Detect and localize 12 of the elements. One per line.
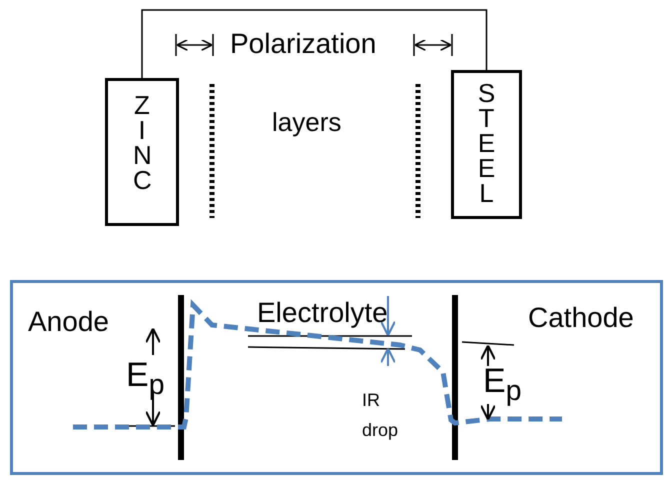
layer-label: Polarization — [230, 28, 376, 60]
annotation-label: IR drop — [362, 389, 400, 442]
electrode-label: Anode — [28, 306, 109, 338]
electrode-label: STEEL — [478, 81, 496, 206]
electrode-box — [105, 78, 179, 226]
wire — [141, 9, 488, 78]
region-label: Electrolyte — [257, 297, 388, 329]
electrode-label: Cathode — [528, 302, 634, 334]
electrode-box — [451, 70, 522, 219]
layer-label: layers — [272, 107, 342, 138]
potential-label: E$_{p}$ — [483, 362, 522, 408]
electrode-label: ZINC — [133, 93, 151, 193]
